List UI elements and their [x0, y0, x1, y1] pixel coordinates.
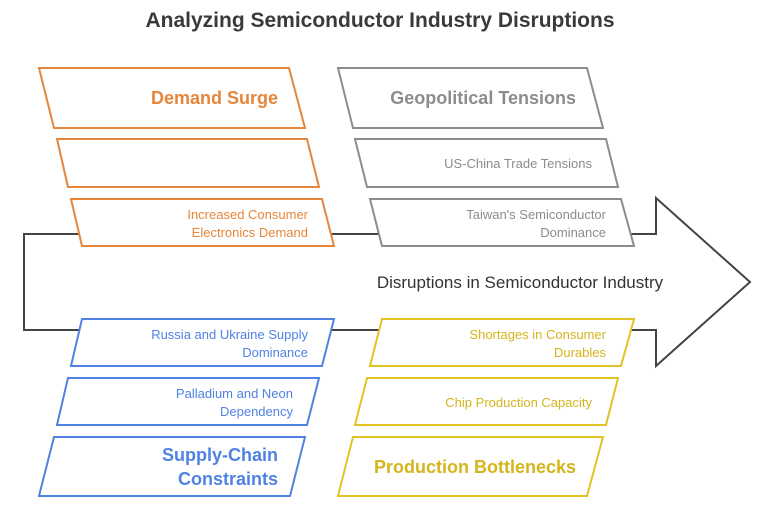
supply-item2-line1: Palladium and Neon [176, 386, 293, 401]
demand-item-line2: Electronics Demand [192, 225, 308, 240]
production-item1-line1: Shortages in Consumer [469, 327, 606, 342]
supply-item1-line1: Russia and Ukraine Supply [151, 327, 308, 342]
demand-empty-box [55, 138, 321, 188]
geo-heading: Geopolitical Tensions [390, 88, 576, 108]
supply-heading-line2: Constraints [178, 469, 278, 489]
demand-heading: Demand Surge [151, 88, 278, 108]
spine-label: Disruptions in Semiconductor Industry [377, 273, 664, 292]
production-item2: Chip Production Capacity [445, 395, 592, 410]
production-heading: Production Bottlenecks [374, 457, 576, 477]
category-production [336, 318, 636, 497]
production-item1-box [368, 318, 636, 367]
category-supply-chain [37, 318, 336, 497]
category-geopolitical [336, 67, 636, 247]
diagram-title: Analyzing Semiconductor Industry Disrupt… [145, 9, 614, 32]
supply-heading-line1: Supply-Chain [162, 445, 278, 465]
supply-item1-line2: Dominance [242, 345, 308, 360]
geo-item1: US-China Trade Tensions [444, 156, 592, 171]
category-demand-surge [37, 67, 336, 247]
production-item2-box [353, 377, 620, 426]
geo-item2-line2: Dominance [540, 225, 606, 240]
geo-item1-box [353, 138, 620, 188]
demand-item-line1: Increased Consumer [187, 207, 308, 222]
demand-heading-box [37, 67, 307, 129]
geo-item2-box [368, 198, 636, 247]
demand-item-box [69, 198, 336, 247]
production-heading-box [336, 436, 605, 497]
geo-item2-line1: Taiwan's Semiconductor [466, 207, 606, 222]
supply-item1-box [69, 318, 336, 367]
supply-heading-box [37, 436, 307, 497]
supply-item2-line2: Dependency [220, 404, 293, 419]
production-item1-line2: Durables [554, 345, 607, 360]
geo-heading-box [336, 67, 605, 129]
supply-item2-box [55, 377, 321, 426]
